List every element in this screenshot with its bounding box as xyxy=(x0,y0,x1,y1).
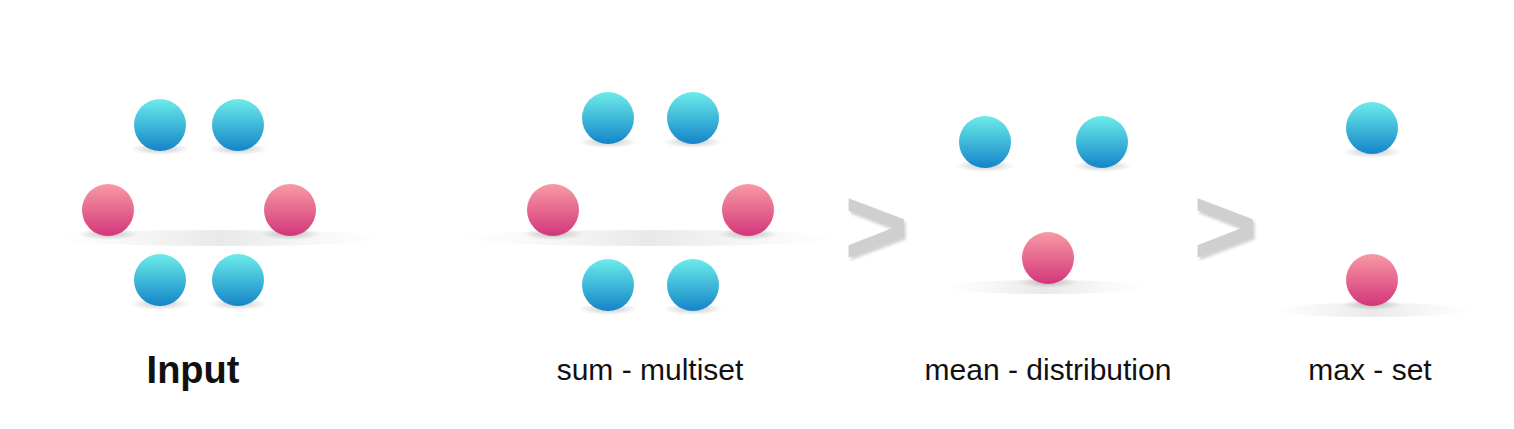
pink-ball xyxy=(1022,232,1074,284)
pink-ball xyxy=(82,184,134,236)
cyan-ball xyxy=(134,99,186,151)
comparison-symbol: > xyxy=(844,171,908,281)
group-label: mean - distribution xyxy=(925,353,1172,387)
cyan-ball xyxy=(959,116,1011,168)
cyan-ball xyxy=(667,259,719,311)
group-label: sum - multiset xyxy=(557,353,744,387)
cyan-ball xyxy=(134,254,186,306)
group-label: max - set xyxy=(1308,353,1431,387)
cyan-ball xyxy=(667,92,719,144)
comparison-symbol: > xyxy=(1193,171,1257,281)
pink-ball xyxy=(1346,254,1398,306)
group-label: Input xyxy=(147,349,240,392)
cyan-ball xyxy=(212,254,264,306)
cyan-ball xyxy=(582,259,634,311)
cyan-ball xyxy=(1076,116,1128,168)
cyan-ball xyxy=(212,99,264,151)
ground-shadow xyxy=(55,230,1472,317)
pink-ball xyxy=(264,184,316,236)
cyan-ball xyxy=(1346,102,1398,154)
pink-ball xyxy=(527,184,579,236)
cyan-ball xyxy=(582,92,634,144)
pink-ball xyxy=(722,184,774,236)
